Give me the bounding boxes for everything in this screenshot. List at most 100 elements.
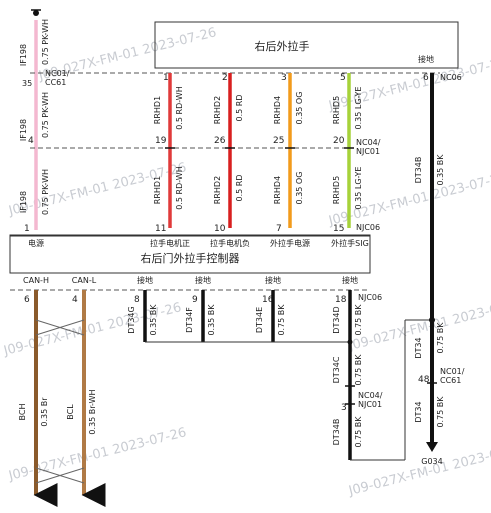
rd-wh-circuit-low: RRHD1: [153, 176, 162, 204]
ctrl-label-ground-3: 接地: [265, 275, 281, 285]
rd-spec-top: 0.5 RD: [235, 95, 244, 122]
ctrl-pin-10: 10: [214, 224, 226, 234]
lgye-circuit-top: RRHD5: [332, 96, 341, 124]
handle-pin-2: 2: [222, 73, 228, 83]
lgye-spec-low: 0.35 LG-YE: [354, 167, 363, 210]
handle-pin-5: 5: [340, 73, 346, 83]
nc01-cc61-top: NC01/CC61: [45, 69, 70, 87]
ctrl-bpin-4: 4: [72, 295, 78, 305]
watermark-2: J09-027X-FM-01 2023-07-26: [326, 55, 491, 114]
watermark-7: J09-027X-FM-01 2023-07-26: [6, 425, 188, 484]
dt34b-splice-dot: [429, 317, 435, 323]
nc04-pin-25: 25: [273, 136, 284, 146]
ctrl-label-handle-sig: 外拉手SIG: [331, 238, 369, 248]
rd-circuit-top: RRHD2: [213, 96, 222, 124]
ctrl-label-power: 电源: [28, 238, 44, 248]
handle-pin-6: 6: [423, 73, 429, 83]
nc04-pin-4: 4: [28, 136, 34, 146]
dt34c-label: DT34C: [332, 356, 341, 383]
ctrl-bpin-8: 8: [134, 295, 140, 305]
dt34-lower-label: DT34: [414, 401, 423, 422]
nc04-njc01-top: NC04/NJC01: [356, 138, 381, 156]
ctrl-label-ground-4: 接地: [342, 275, 358, 285]
dt34c-spec: 0.75 BK: [354, 354, 363, 386]
left-pin-35: 35: [22, 79, 32, 88]
ctrl-pin-11: 11: [155, 224, 166, 234]
ctrl-njc06-top: NJC06: [356, 223, 380, 232]
pk-spec-mid: 0.75 PK-WH: [41, 92, 50, 138]
controller-title: 右后门外拉手控制器: [141, 251, 240, 265]
ctrl-pin-15: 15: [333, 224, 344, 234]
ground-wires: [143, 290, 432, 461]
rd-wh-spec-top: 0.5 RD-WH: [175, 86, 184, 129]
watermark-4: J09-027X-FM-01 2023-07-26: [326, 170, 491, 229]
og-circuit-top: RRHD4: [273, 96, 282, 124]
dt34b-right-spec: 0.35 BK: [436, 154, 445, 186]
handle-pin-3: 3: [281, 73, 287, 83]
og-spec-top: 0.35 OG: [295, 92, 304, 125]
watermark-8: J09-027X-FM-01 2023-07-26: [346, 440, 491, 499]
dt34d-spec: 0.75 BK: [354, 304, 363, 336]
lgye-circuit-low: RRHD5: [332, 176, 341, 204]
nc04-pin-20: 20: [333, 136, 345, 146]
splice-pin-3: 3: [341, 403, 347, 413]
nc04-pin-26: 26: [214, 136, 226, 146]
handle-ground-label: 接地: [418, 54, 434, 64]
handle-nc06: NC06: [440, 73, 462, 82]
pk-wire: [31, 9, 41, 230]
dt34-upper-spec: 0.75 BK: [436, 322, 445, 354]
bcl-spec: 0.35 Br-WH: [88, 389, 97, 434]
ctrl-bpin-16: 16: [262, 295, 274, 305]
twist-line-2: [35, 319, 85, 336]
ctrl-label-ground-1: 接地: [137, 275, 153, 285]
og-circuit-low: RRHD4: [273, 176, 282, 204]
pk-wire-top-dot: [33, 10, 39, 16]
ground-splice-dot: [347, 339, 353, 345]
dt34-lower-spec: 0.75 BK: [436, 396, 445, 428]
ground-symbol: [426, 442, 438, 452]
og-spec-low: 0.35 OG: [295, 172, 304, 205]
handle-pin-1: 1: [163, 73, 169, 83]
ctrl-bpin-6: 6: [24, 295, 30, 305]
dt34g-spec: 0.35 BK: [149, 304, 158, 336]
dt34-pin-48: 48: [418, 375, 430, 385]
ctrl-label-can-h: CAN-H: [23, 276, 49, 285]
bch-spec: 0.35 Br: [40, 397, 49, 427]
nc01-cc61-right: NC01/CC61: [440, 367, 465, 385]
g034-label: G034: [421, 457, 442, 466]
lgye-wire: [344, 73, 354, 228]
ctrl-label-motor-pos: 拉手电机正: [150, 238, 190, 248]
ctrl-njc06-bottom: NJC06: [358, 293, 382, 302]
lgye-spec-top: 0.35 LG-YE: [354, 87, 363, 130]
dt34-upper-label: DT34: [414, 337, 423, 358]
ctrl-label-motor-neg: 拉手电机负: [210, 238, 250, 248]
pk-spec-top: 0.75 PK-WH: [41, 19, 50, 65]
nc04-njc01-bottom: NC04/NJC01: [358, 391, 383, 409]
dt34d-label: DT34D: [332, 306, 341, 333]
dt34b-low-label: DT34B: [332, 419, 341, 446]
twist-marks: [35, 319, 85, 484]
ctrl-bpin-9: 9: [192, 295, 198, 305]
dt34f-label: DT34F: [185, 307, 194, 333]
bcl-circuit: BCL: [66, 404, 75, 420]
dt34b-right-label: DT34B: [414, 157, 423, 184]
dt34b-low-spec: 0.75 BK: [354, 416, 363, 448]
dt34b-right-wire: [426, 73, 438, 452]
rd-wire: [225, 73, 235, 228]
ctrl-label-ground-2: 接地: [195, 275, 211, 285]
twist-line-4: [35, 467, 85, 484]
handle-title: 右后外拉手: [255, 39, 310, 53]
dt34f-spec: 0.35 BK: [207, 304, 216, 336]
pk-circuit-top: IF198: [19, 44, 28, 66]
dt34g-label: DT34G: [127, 306, 136, 333]
dt34e-spec: 0.75 BK: [277, 304, 286, 336]
ctrl-pin-7: 7: [276, 224, 282, 234]
ctrl-label-can-l: CAN-L: [72, 276, 97, 285]
pk-circuit-low: IF198: [19, 191, 28, 213]
handle-box: [154, 21, 459, 69]
rd-wh-circuit-top: RRHD1: [153, 96, 162, 124]
rd-wh-spec-low: 0.5 RD-WH: [175, 166, 184, 209]
pk-spec-low: 0.75 PK-WH: [41, 169, 50, 215]
og-wire: [285, 73, 295, 228]
